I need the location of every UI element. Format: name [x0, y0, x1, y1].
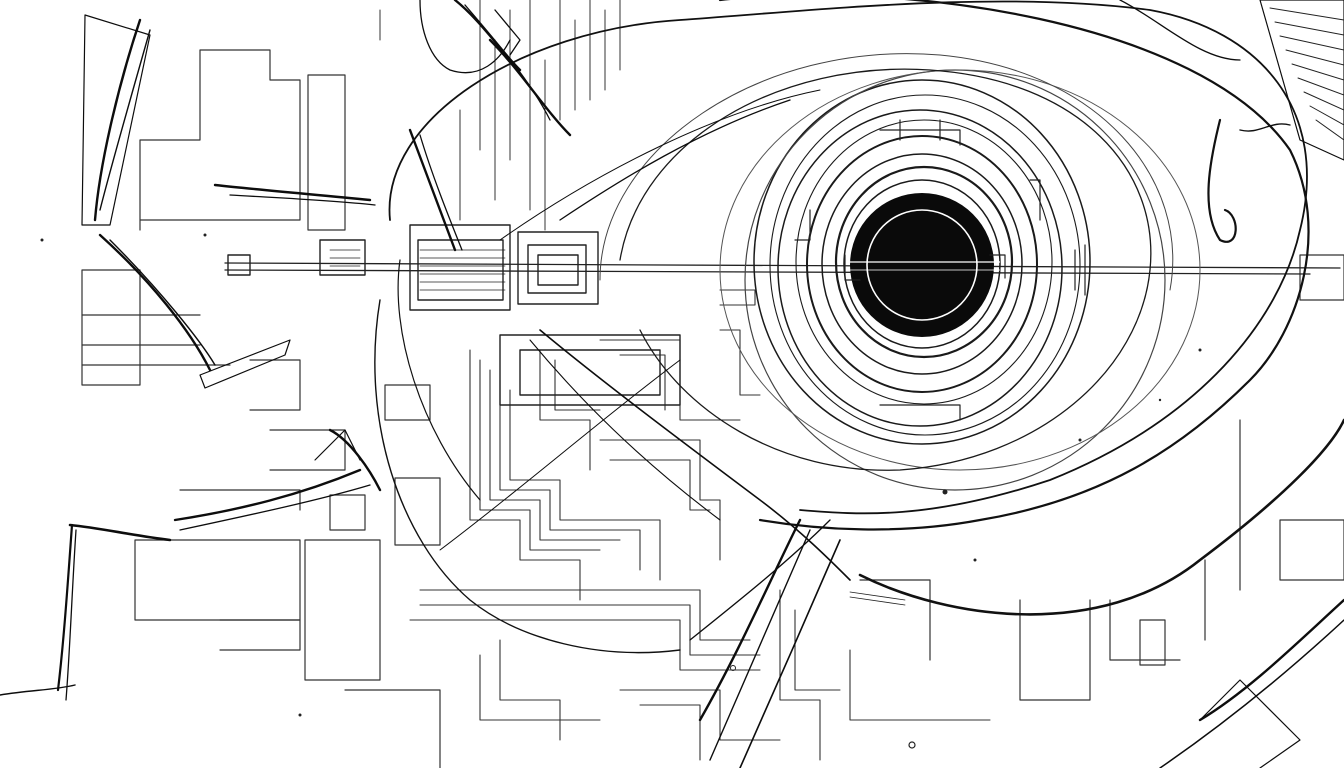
- circuit-traces: [409, 289, 991, 761]
- right-block-structures: [859, 254, 1344, 701]
- eye-detail-marks: [794, 119, 1086, 421]
- panel-hatching: [329, 249, 906, 606]
- left-block-structures: [81, 49, 441, 768]
- horizontal-axis: [224, 262, 1341, 275]
- top-right-stripes: [1269, 7, 1344, 141]
- scatter-marks: [40, 233, 1202, 749]
- vertical-strokes-top: [379, 0, 621, 231]
- panel-boxes: [227, 224, 681, 406]
- outer-sweeping-curves: [374, 0, 1344, 654]
- eye-pupil: [850, 193, 1000, 337]
